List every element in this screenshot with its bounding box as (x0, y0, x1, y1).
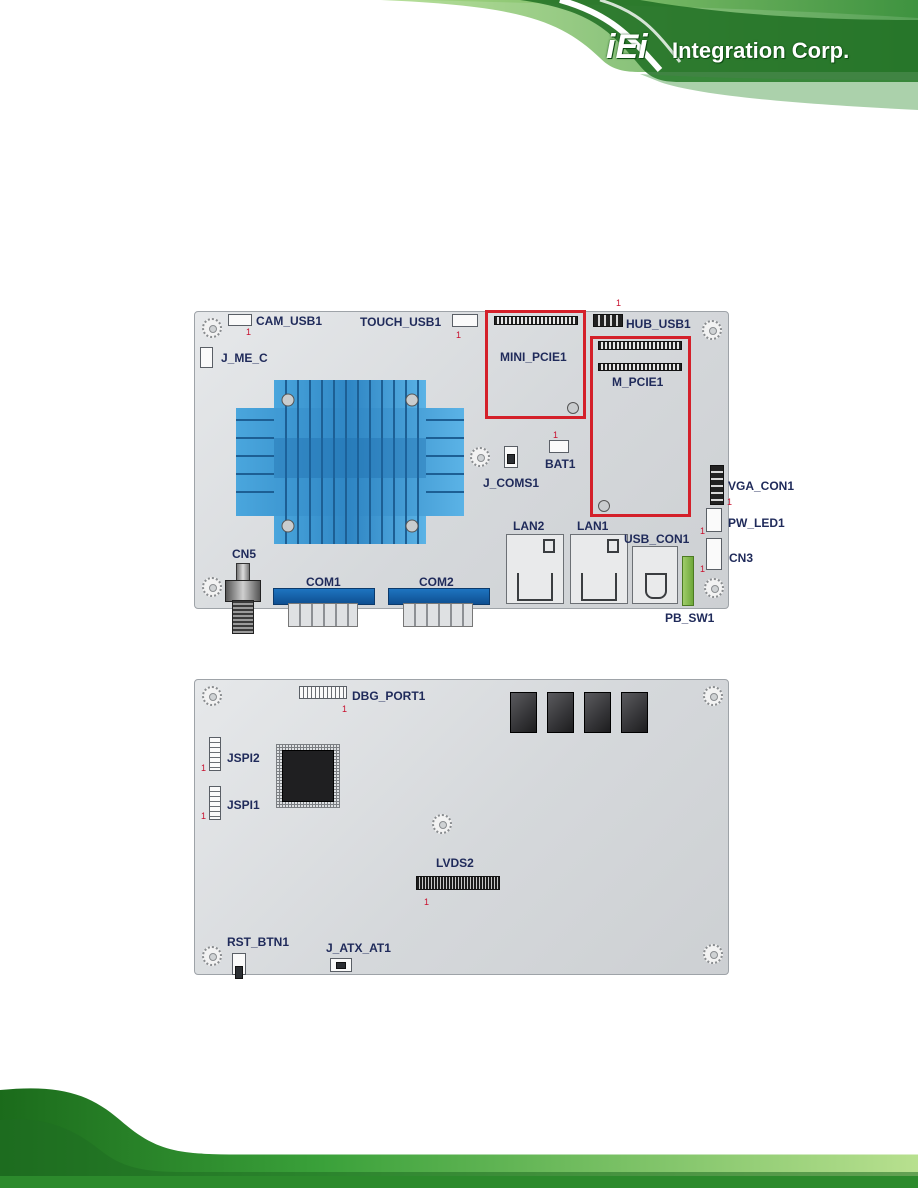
pin1-marker: 1 (700, 526, 706, 536)
j-atx-at1-slider (336, 962, 346, 969)
pin1-marker: 1 (424, 897, 430, 907)
cam-usb1-connector (228, 314, 252, 326)
dbg-port1-label: DBG_PORT1 (352, 689, 426, 703)
usb-con1-label: USB_CON1 (624, 532, 690, 546)
mounting-hole (202, 577, 222, 597)
pin1-marker: 1 (553, 430, 559, 440)
j-coms1-cap (507, 454, 515, 464)
com2-label: COM2 (419, 575, 454, 589)
com1-connector (288, 603, 358, 627)
usb-con1-opening (645, 573, 667, 599)
cn3-label: CN3 (729, 551, 754, 565)
memory-chip (584, 692, 611, 733)
bat1-label: BAT1 (545, 457, 576, 471)
mounting-hole (470, 447, 490, 467)
pb-sw1-button (682, 556, 694, 606)
pw-led1-label: PW_LED1 (728, 516, 785, 530)
bat1-connector (549, 440, 569, 453)
mounting-hole (202, 686, 222, 706)
mounting-hole (702, 320, 722, 340)
m-pcie1-slot-lower (598, 363, 682, 371)
lan2-port (506, 534, 564, 604)
pin1-marker: 1 (700, 564, 706, 574)
lvds2-connector (416, 876, 500, 890)
mounting-hole (703, 944, 723, 964)
lan1-latch (607, 539, 619, 553)
mounting-hole (703, 686, 723, 706)
jspi2-connector (209, 737, 221, 771)
logo-mark: iEi (606, 28, 648, 66)
lan2-latch (543, 539, 555, 553)
j-atx-at1-label: J_ATX_AT1 (326, 941, 391, 955)
hub-usb1-header (593, 314, 623, 327)
pin1-marker: 1 (456, 330, 462, 340)
jspi1-connector (209, 786, 221, 820)
com1-label: COM1 (306, 575, 341, 589)
logo: iEi Integration Corp. (606, 28, 878, 68)
usb-con1-port (632, 546, 678, 604)
lan1-port (570, 534, 628, 604)
pin1-marker: 1 (342, 704, 348, 714)
mini-pcie1-highlight (485, 310, 586, 419)
lan2-socket (517, 573, 553, 601)
touch-usb1-connector (452, 314, 478, 327)
mounting-hole (202, 946, 222, 966)
lan1-label: LAN1 (577, 519, 609, 533)
com2-connector (403, 603, 473, 627)
pw-led1-connector (706, 508, 722, 532)
cn5-antenna-thread (232, 600, 254, 634)
m-pcie1-slot (598, 341, 682, 350)
vga-con1-label: VGA_CON1 (728, 479, 795, 493)
vga-con1-header (710, 465, 724, 505)
cn5-antenna-body (225, 580, 261, 602)
memory-chip (510, 692, 537, 733)
mini-pcie1-label: MINI_PCIE1 (500, 350, 567, 364)
cn3-connector (706, 538, 722, 570)
memory-chip (547, 692, 574, 733)
pin1-marker: 1 (201, 811, 207, 821)
jspi2-label: JSPI2 (227, 751, 260, 765)
cn5-antenna-connector (236, 563, 250, 581)
m-pcie1-highlight (590, 336, 691, 517)
logo-company-name: Integration Corp. (672, 38, 850, 63)
heatsink (236, 380, 464, 544)
qfp-chip-body (282, 750, 334, 802)
j-me-c-label: J_ME_C (221, 351, 268, 365)
jspi1-label: JSPI1 (227, 798, 260, 812)
mini-pcie1-screw (567, 402, 579, 414)
cam-usb1-label: CAM_USB1 (256, 314, 323, 328)
cn5-label: CN5 (232, 547, 257, 561)
touch-usb1-label: TOUCH_USB1 (360, 315, 442, 329)
mini-pcie1-slot (494, 316, 578, 325)
m-pcie1-screw (598, 500, 610, 512)
lan1-socket (581, 573, 617, 601)
m-pcie1-label: M_PCIE1 (612, 375, 664, 389)
lvds2-label: LVDS2 (436, 856, 474, 870)
pin1-marker: 1 (727, 497, 733, 507)
rst-btn1-label: RST_BTN1 (227, 935, 290, 949)
pin1-marker: 1 (616, 298, 622, 308)
dbg-port1-connector (299, 686, 347, 699)
pb-sw1-label: PB_SW1 (665, 611, 715, 625)
pin1-marker: 1 (246, 327, 252, 337)
bottom-board (194, 679, 729, 975)
hub-usb1-label: HUB_USB1 (626, 317, 691, 331)
lan2-label: LAN2 (513, 519, 545, 533)
header-banner (0, 0, 918, 110)
j-me-c-connector (200, 347, 213, 368)
rst-btn1-actuator (235, 966, 243, 979)
mounting-hole (704, 578, 724, 598)
memory-chip (621, 692, 648, 733)
pin1-marker: 1 (201, 763, 207, 773)
j-coms1-label: J_COMS1 (483, 476, 540, 490)
mounting-hole (432, 814, 452, 834)
mounting-hole (202, 318, 222, 338)
footer-banner (0, 1081, 918, 1188)
